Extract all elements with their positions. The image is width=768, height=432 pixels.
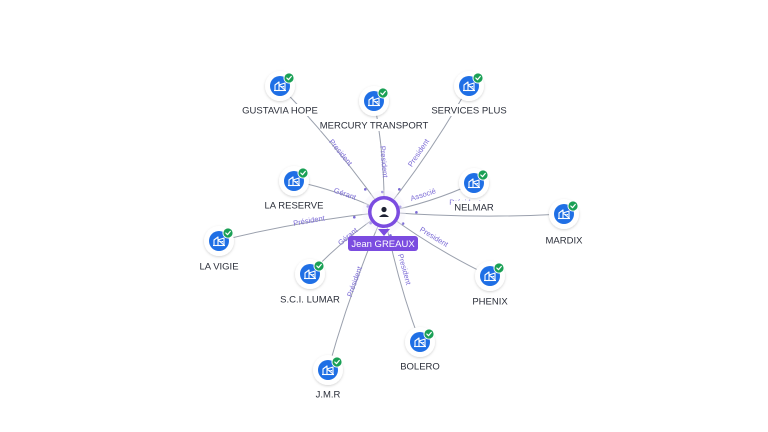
- verified-check-icon: [493, 262, 505, 274]
- company-label-bg: [276, 293, 344, 305]
- building-icon: [468, 178, 480, 189]
- company-node-phenix[interactable]: PHENIX: [469, 261, 511, 308]
- verified-check-icon: [423, 328, 435, 340]
- building-icon: [322, 365, 334, 376]
- verified-check-icon: [567, 200, 579, 212]
- verified-check-icon: [283, 72, 295, 84]
- company-label-bg: [240, 104, 320, 116]
- company-label-bg: [196, 260, 242, 272]
- edge-label-jmr: Président: [345, 264, 364, 298]
- edge-label-vigie: Président: [293, 213, 327, 228]
- company-name: BOLERO: [400, 362, 440, 373]
- edge-arrow-mardix: [415, 211, 418, 214]
- center-label-bg: [348, 236, 418, 251]
- company-node-mardix[interactable]: MARDIX: [542, 199, 586, 247]
- company-node-vigie[interactable]: LA VIGIE: [196, 226, 242, 273]
- center-pin-tip: [378, 229, 390, 236]
- company-label-bg: [263, 199, 325, 211]
- company-label-bg: [398, 360, 442, 372]
- edge-label-nelmar: Associé: [409, 186, 437, 203]
- company-label-bg: [469, 295, 511, 307]
- company-name: S.C.I. LUMAR: [280, 295, 340, 306]
- company-name: LA VIGIE: [199, 262, 238, 273]
- company-node-mercury[interactable]: MERCURY TRANSPORT: [320, 86, 429, 132]
- edge-arrow-gustavia: [363, 188, 367, 191]
- verified-check-icon: [297, 167, 309, 179]
- edge-label-bolero: President: [396, 253, 413, 287]
- company-name: NELMAR: [454, 203, 494, 214]
- verified-check-icon: [222, 227, 234, 239]
- person-icon: [379, 206, 389, 217]
- building-icon: [274, 81, 286, 92]
- edge-label-mercury: President: [378, 145, 390, 178]
- verified-check-icon: [477, 169, 489, 181]
- edge-arrow-services: [398, 188, 401, 191]
- building-icon: [368, 96, 380, 107]
- verified-check-icon: [377, 87, 389, 99]
- company-name: GUSTAVIA HOPE: [242, 106, 318, 117]
- verified-check-icon: [313, 260, 325, 272]
- company-name: PHENIX: [472, 297, 508, 308]
- building-icon: [414, 337, 426, 348]
- company-name: MARDIX: [546, 236, 584, 247]
- building-icon: [213, 236, 225, 247]
- company-name: SERVICES PLUS: [431, 106, 506, 117]
- verified-check-icon: [331, 356, 343, 368]
- center-name: Jean GREAUX: [351, 239, 415, 250]
- building-icon: [304, 269, 316, 280]
- building-icon: [558, 209, 570, 220]
- edge-label-reserve: Gérant: [333, 186, 358, 202]
- company-node-lumar[interactable]: S.C.I. LUMAR: [276, 259, 344, 306]
- company-node-bolero[interactable]: BOLERO: [398, 327, 442, 373]
- building-icon: [463, 81, 475, 92]
- edge-arrow-vigie: [353, 215, 356, 219]
- company-label-bg: [542, 234, 586, 246]
- company-node-services[interactable]: SERVICES PLUS: [430, 71, 508, 117]
- center-node[interactable]: Jean GREAUX: [348, 190, 418, 251]
- company-label-bg: [320, 119, 428, 131]
- company-node-jmr[interactable]: J.M.R: [311, 355, 345, 401]
- company-node-gustavia[interactable]: GUSTAVIA HOPE: [240, 71, 320, 117]
- company-label-bg: [311, 388, 345, 400]
- edge-label-gustavia: President: [327, 137, 355, 168]
- company-name: MERCURY TRANSPORT: [320, 121, 429, 132]
- company-name: LA RESERVE: [265, 201, 324, 212]
- company-label-bg: [451, 201, 497, 213]
- building-icon: [484, 271, 496, 282]
- company-node-reserve[interactable]: LA RESERVE: [263, 166, 325, 212]
- company-label-bg: [430, 104, 508, 116]
- company-name: J.M.R: [316, 390, 341, 401]
- building-icon: [288, 176, 300, 187]
- company-node-nelmar[interactable]: NELMAR: [451, 168, 497, 214]
- verified-check-icon: [472, 72, 484, 84]
